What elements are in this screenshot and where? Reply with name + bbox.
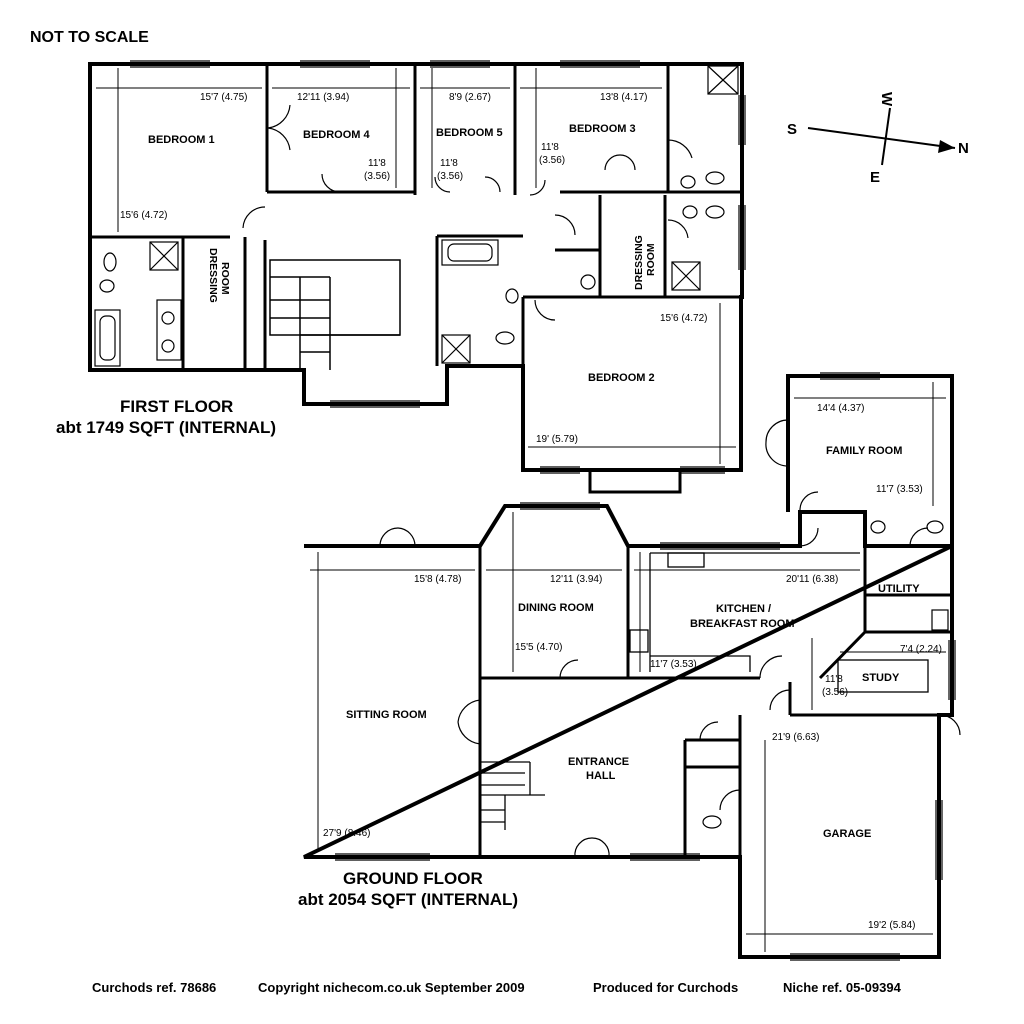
utility-label: UTILITY: [878, 583, 920, 595]
bedroom-2-width: 19' (5.79): [536, 434, 578, 445]
bedroom-5-label: BEDROOM 5: [436, 127, 503, 139]
garage-length: 21'9 (6.63): [772, 732, 820, 743]
family-room-width: 14'4 (4.37): [817, 403, 865, 414]
bedroom-3-width: 13'8 (4.17): [600, 92, 648, 103]
bedroom-2-label: BEDROOM 2: [588, 372, 655, 384]
bedroom-2-length: 15'6 (4.72): [660, 313, 708, 324]
not-to-scale-label: NOT TO SCALE: [30, 29, 149, 46]
sitting-room-label: SITTING ROOM: [346, 709, 427, 721]
dining-room-label: DINING ROOM: [518, 602, 594, 614]
ground-floor-labels: SITTING ROOM 15'8 (4.78) 27'9 (8.46) DIN…: [298, 403, 942, 931]
dressing-room-2-label: DRESSING ROOM: [633, 235, 657, 290]
kitchen-label-line2: BREAKFAST ROOM: [690, 618, 795, 630]
footer-agent-ref: Curchods ref. 78686: [92, 980, 216, 995]
study-label: STUDY: [862, 672, 900, 684]
kitchen-label-line1: KITCHEN /: [716, 603, 771, 615]
dining-room-width: 12'11 (3.94): [550, 574, 602, 585]
garage-width: 19'2 (5.84): [868, 920, 916, 931]
compass-south: S: [787, 121, 797, 138]
kitchen-length: 11'7 (3.53): [650, 659, 697, 670]
bedroom-1-label: BEDROOM 1: [148, 134, 215, 146]
compass-west: W: [878, 92, 895, 107]
footer-niche-ref: Niche ref. 05-09394: [783, 980, 902, 995]
first-floor-plan: [88, 60, 746, 494]
bedroom-4-length-ft: 11'8: [368, 158, 386, 169]
bedroom-3-length-m: (3.56): [539, 155, 565, 166]
compass-icon: S N W E: [787, 92, 969, 186]
first-floor-labels: BEDROOM 1 15'7 (4.75) 15'6 (4.72) BEDROO…: [56, 92, 708, 445]
sitting-room-length: 27'9 (8.46): [323, 828, 371, 839]
svg-text:DRESSING: DRESSING: [633, 235, 645, 290]
bedroom-5-length-m: (3.56): [437, 171, 463, 182]
footer-produced-for: Produced for Curchods: [593, 980, 738, 995]
compass-east: E: [870, 169, 880, 186]
ground-floor-outer-wall: [304, 374, 954, 548]
ground-floor-dimension-lines: [310, 382, 946, 952]
bedroom-3-length-ft: 11'8: [541, 142, 559, 153]
bedroom-4-label: BEDROOM 4: [303, 129, 371, 141]
svg-text:ROOM: ROOM: [219, 262, 231, 295]
garage-label: GARAGE: [823, 828, 871, 840]
first-floor-dimension-lines: [96, 68, 736, 464]
footer: Curchods ref. 78686 Copyright nichecom.c…: [92, 980, 902, 995]
first-floor-area: abt 1749 SQFT (INTERNAL): [56, 418, 276, 437]
family-room-label: FAMILY ROOM: [826, 445, 902, 457]
dining-room-length: 15'5 (4.70): [515, 642, 563, 653]
dressing-room-1-label: DRESSING ROOM: [207, 248, 231, 303]
ground-floor-plan: [303, 372, 961, 961]
entrance-hall-line1: ENTRANCE: [568, 756, 629, 768]
bedroom-1-width: 15'7 (4.75): [200, 92, 248, 103]
study-length-m: (3.56): [822, 687, 848, 698]
study-length-ft: 11'8: [825, 674, 843, 685]
ground-floor-area: abt 2054 SQFT (INTERNAL): [298, 890, 518, 909]
sitting-room-width: 15'8 (4.78): [414, 574, 462, 585]
kitchen-width: 20'11 (6.38): [786, 574, 838, 585]
ground-floor-title: GROUND FLOOR: [343, 869, 483, 888]
bedroom-4-width: 12'11 (3.94): [297, 92, 349, 103]
svg-text:DRESSING: DRESSING: [207, 248, 219, 303]
first-floor-title: FIRST FLOOR: [120, 397, 233, 416]
bedroom-1-length: 15'6 (4.72): [120, 210, 168, 221]
entrance-hall-line2: HALL: [586, 770, 616, 782]
study-width: 7'4 (2.24): [900, 644, 942, 655]
svg-text:ROOM: ROOM: [645, 243, 657, 276]
bedroom-4-length-m: (3.56): [364, 171, 390, 182]
footer-copyright: Copyright nichecom.co.uk September 2009: [258, 980, 525, 995]
family-room-length: 11'7 (3.53): [876, 484, 923, 495]
bedroom-3-label: BEDROOM 3: [569, 123, 636, 135]
bedroom-5-width: 8'9 (2.67): [449, 92, 491, 103]
bedroom-5-length-ft: 11'8: [440, 158, 458, 169]
compass-north: N: [958, 140, 969, 157]
